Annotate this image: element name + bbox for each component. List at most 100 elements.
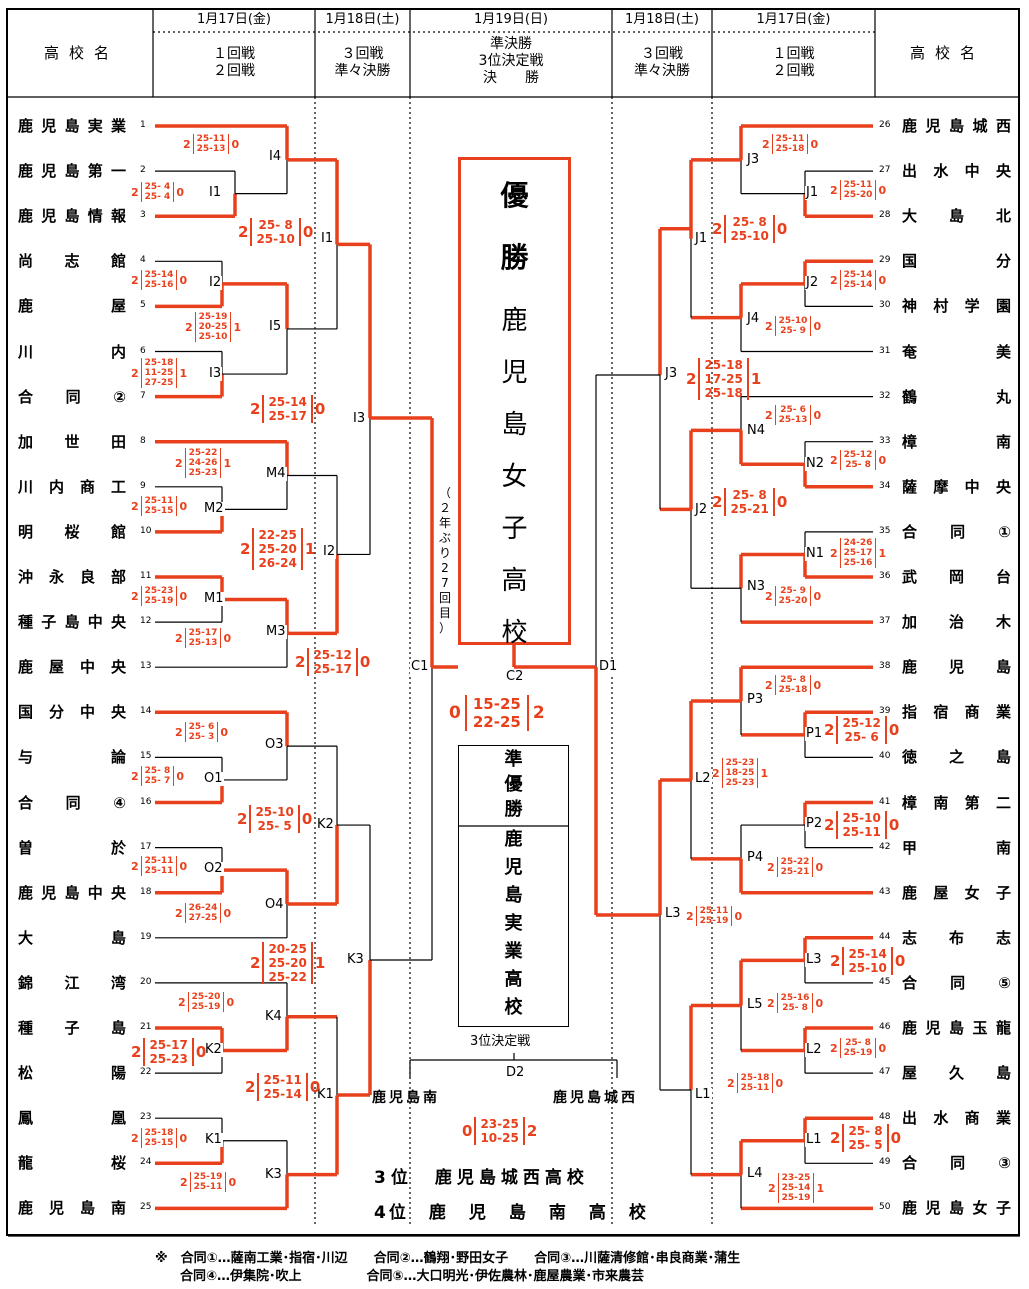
team-name-left: 鹿児島南 [18,1198,126,1218]
team-name-left: 与論 [18,747,126,767]
match-label: O2 [203,861,224,876]
team-char: 同 [65,387,81,406]
loser-sets: 1 [233,320,242,334]
team-name-right: 出水商業 [902,1108,1011,1128]
set-score: 25-19 [843,1048,873,1058]
seed-number: 39 [879,706,891,717]
set-score: 25- 6 [844,730,879,744]
runner-up-title-char: 優 [504,774,523,795]
team-char: 中 [87,883,103,902]
team-char: 南 [933,793,949,812]
set-score: 25-18 [775,144,805,154]
team-char: 於 [110,838,126,857]
runner-up-team-char: 高 [504,969,523,990]
team-char: 出 [902,1109,918,1128]
team-char: 児 [925,117,941,135]
team-char: 実 [87,117,103,135]
team-char: 中 [964,162,980,181]
match-label: I5 [268,319,283,334]
seed-number: 46 [879,1022,891,1032]
team-name-left: 曽於 [18,838,126,858]
team-name-left: 川内商工 [18,477,126,497]
team-char: 業 [110,117,126,135]
seed-number: 31 [879,345,891,356]
loser-sets: 1 [179,366,188,380]
school-name-header-right: 高校名 [909,44,985,62]
runner-up-team-char: 実 [504,913,523,934]
team-char: 島 [995,748,1011,767]
set-score: 25- 4 [144,182,171,192]
loser-sets: 0 [813,678,822,692]
winner-sets: 2 [765,678,773,692]
seed-number: 2 [140,165,146,176]
winner-sets: 2 [131,1042,142,1061]
set-score: 25- 3 [188,732,215,742]
set-score: 25-14 [268,395,307,409]
match-label: O1 [203,771,224,786]
right-sets: 2 [526,1121,538,1140]
loser-sets: 0 [226,995,235,1009]
champion-title-char: 優 [500,179,529,212]
team-char: 江 [64,973,80,992]
team-char: 商 [964,1109,980,1128]
seed-number: 35 [879,525,891,536]
team-char: 合 [18,387,34,406]
winner-sets: 2 [240,539,251,558]
seed-number: 7 [140,390,146,401]
set-score: 25-10 [842,811,881,825]
team-name-right: 薩摩中央 [902,477,1011,497]
team-char: 子 [64,1019,80,1037]
team-char: 央 [995,162,1011,181]
winner-sets: 2 [175,725,183,739]
set-score: 27-25 [188,913,218,923]
match-label: J3 [664,366,679,381]
team-char: 台 [995,568,1011,586]
team-char: 奄 [902,342,918,361]
set-score: 25-10 [778,316,808,326]
streak-note-char: り [438,546,451,560]
team-char: 中 [79,658,95,677]
result-third: 3位 鹿児島城西高校 [374,1168,589,1188]
set-score: 17-25 [704,372,743,386]
team-char: 鹿 [18,162,34,181]
set-score: 24-26 [188,458,218,468]
match-label: K1 [316,1087,335,1102]
set-score: 25- 5 [848,1138,883,1152]
loser-sets: 0 [775,1076,784,1090]
match-label: N4 [746,423,766,438]
set-score: 11-25 [144,368,174,378]
set-score: 25-11 [144,866,174,876]
set-score: 25-23 [188,468,218,478]
set-score: 25-12 [313,648,352,662]
team-char: 龍 [995,1019,1011,1037]
seed-number: 29 [879,255,891,266]
set-score: 25- 9 [780,586,806,596]
team-char: ② [113,387,126,406]
loser-sets: 0 [223,631,232,645]
winner-sets: 2 [830,1128,841,1147]
winner-sets: 2 [245,1077,256,1096]
set-score: 23-25 [480,1117,519,1131]
loser-sets: 0 [734,909,743,923]
seed-number: 19 [140,931,152,942]
team-char: 中 [87,613,103,632]
team-name-right: 樟南第二 [902,793,1011,813]
